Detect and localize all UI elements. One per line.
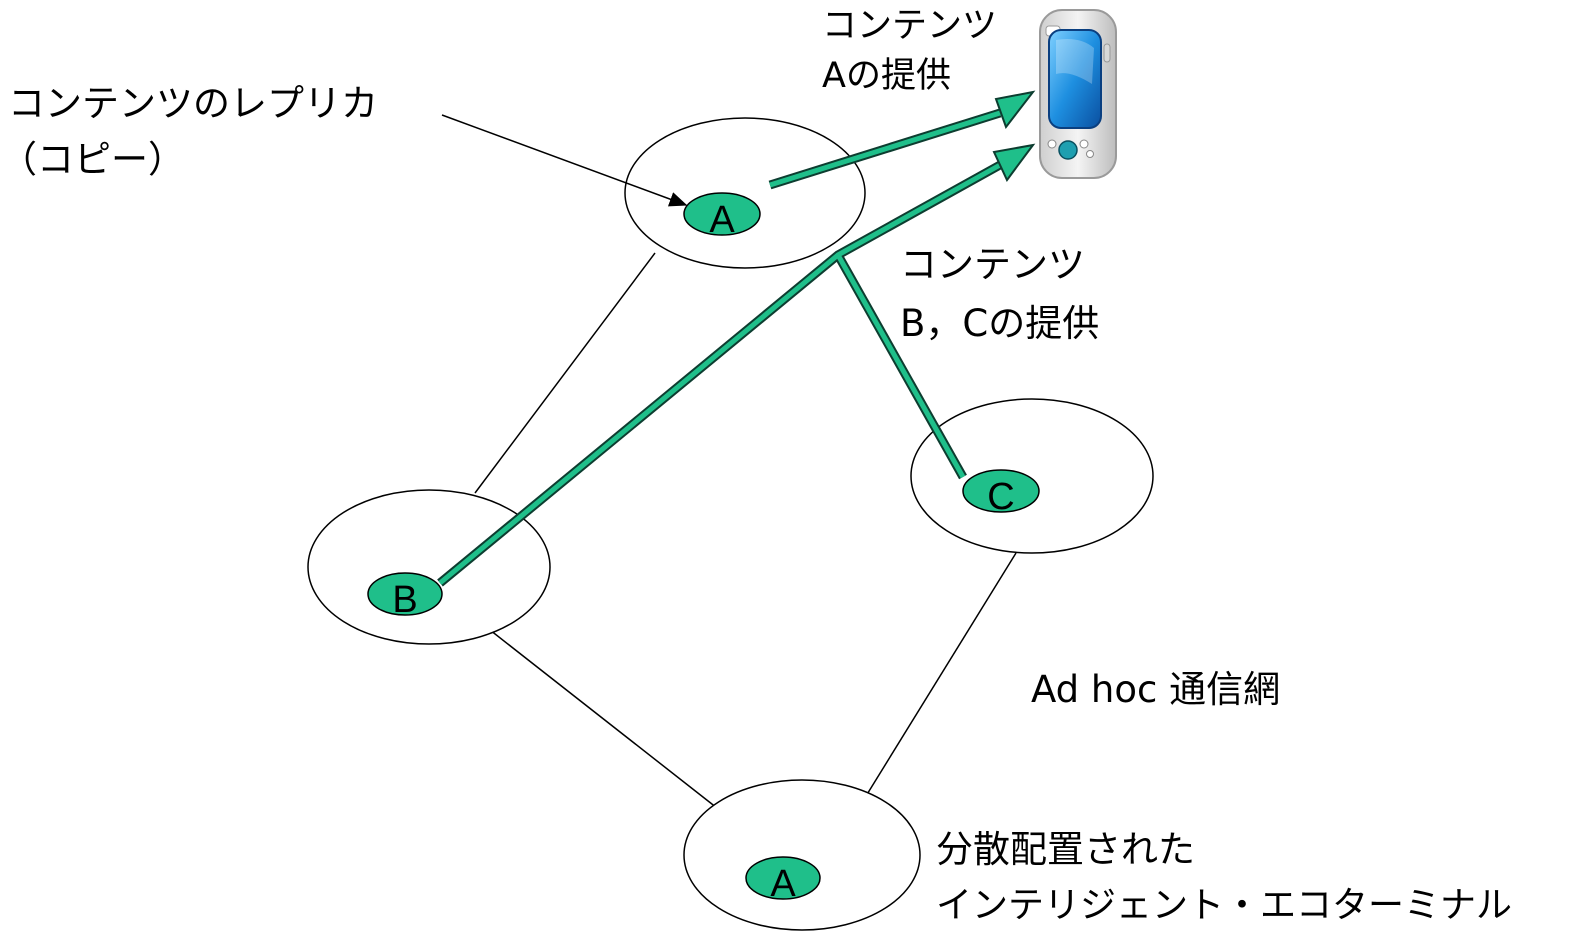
adhoc-network-label: Ad hoc 通信網 bbox=[1031, 668, 1281, 711]
content-node-left bbox=[367, 572, 443, 616]
link-right-bottom bbox=[865, 552, 1017, 797]
provide-a-label-line2: Aの提供 bbox=[822, 56, 951, 96]
provide-bc-label-line2: B，Cの提供 bbox=[900, 302, 1100, 345]
terminal-right bbox=[910, 398, 1154, 554]
terminal-label-line2: インテリジェント・エコターミナル bbox=[936, 885, 1513, 926]
terminal-top bbox=[624, 117, 866, 269]
link-left-bottom bbox=[489, 629, 718, 809]
replica-label-line1: コンテンツのレプリカ bbox=[8, 82, 378, 125]
content-label-top: A bbox=[709, 199, 735, 241]
content-label-right: C bbox=[987, 476, 1014, 518]
provide-bc-label-line1: コンテンツ bbox=[900, 243, 1085, 286]
delivery-arrow-bc bbox=[437, 143, 1036, 587]
link-top-left bbox=[474, 252, 656, 494]
content-node-bottom bbox=[745, 856, 821, 900]
content-label-left: B bbox=[392, 579, 417, 621]
content-node-right bbox=[962, 469, 1040, 513]
terminal-bottom bbox=[683, 779, 921, 931]
replica-label-line2: （コピー） bbox=[0, 138, 185, 181]
terminal-label-line1: 分散配置された bbox=[936, 828, 1195, 871]
replica-pointer-arrow bbox=[441, 114, 688, 207]
handheld-device-icon bbox=[1039, 9, 1117, 179]
terminal-left bbox=[307, 489, 551, 645]
content-node-top bbox=[683, 192, 761, 236]
provide-a-label-line1: コンテンツ bbox=[822, 6, 998, 46]
delivery-arrow-a bbox=[768, 90, 1036, 190]
content-label-bottom: A bbox=[770, 863, 796, 905]
